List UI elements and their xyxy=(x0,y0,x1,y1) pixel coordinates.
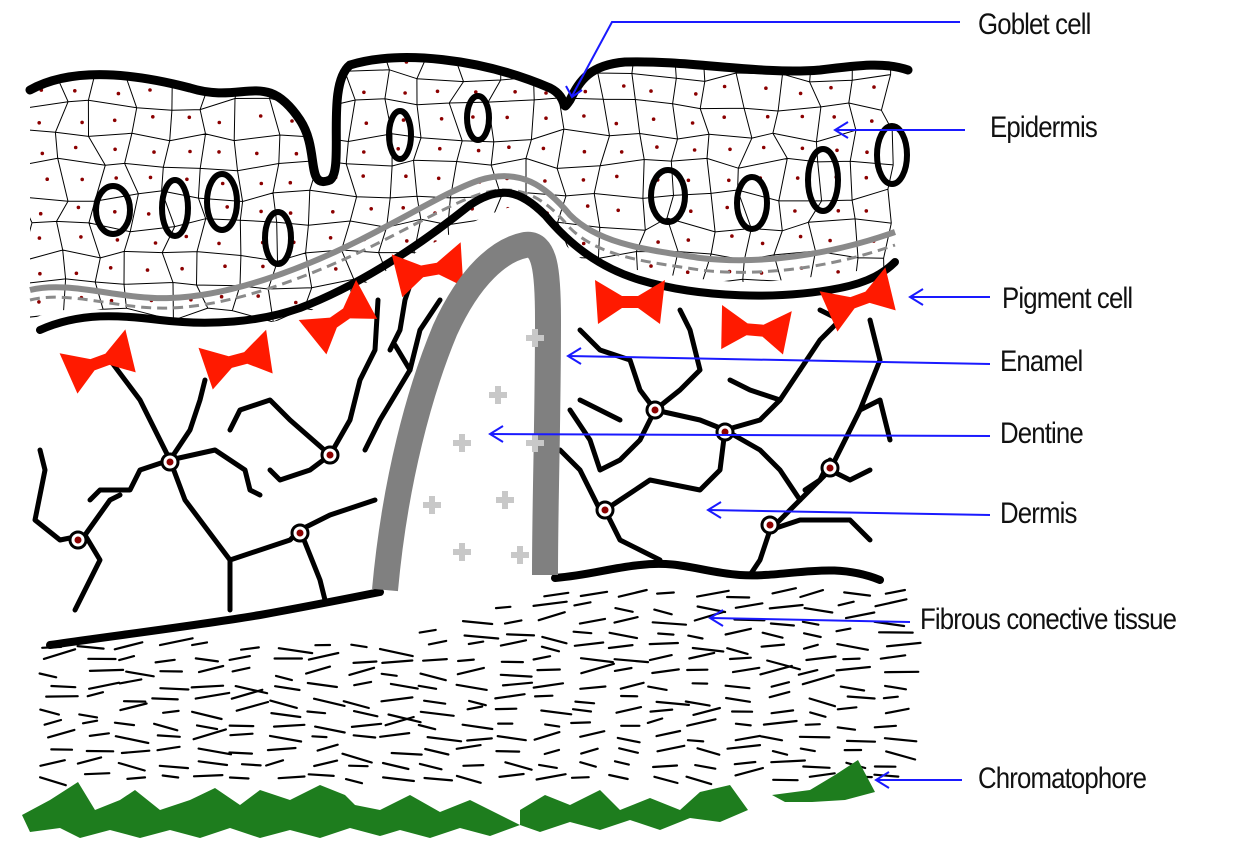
label-chromatophore: Chromatophore xyxy=(978,762,1146,796)
dermis-cell-nuclei xyxy=(70,402,838,548)
dermis-boundary-left xyxy=(50,592,380,645)
label-dentine: Dentine xyxy=(1000,417,1083,451)
label-goblet-cell: Goblet cell xyxy=(978,8,1090,42)
label-enamel: Enamel xyxy=(1000,345,1082,379)
leader-lines xyxy=(490,22,990,780)
goblet-cells xyxy=(96,96,907,264)
label-fibrous-connective-tissue: Fibrous conective tissue xyxy=(920,603,1176,637)
leader-dentine xyxy=(490,434,990,436)
label-dermis: Dermis xyxy=(1000,497,1077,531)
label-epidermis: Epidermis xyxy=(990,111,1097,145)
fibrous-connective-tissue xyxy=(40,588,921,785)
leader-dermis xyxy=(708,510,990,515)
label-pigment-cell: Pigment cell xyxy=(1002,282,1132,316)
enamel xyxy=(385,245,548,590)
dermis-boundary-right xyxy=(555,564,880,580)
